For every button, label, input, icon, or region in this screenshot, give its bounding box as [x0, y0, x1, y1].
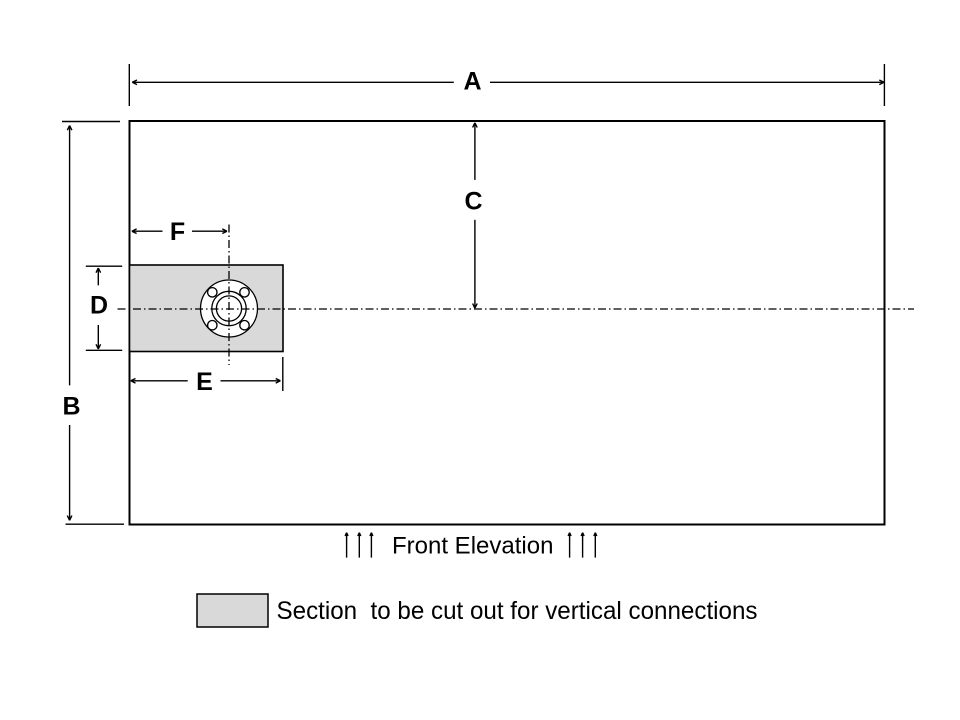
svg-text:F: F: [170, 218, 185, 246]
svg-text:D: D: [90, 292, 108, 320]
svg-text:Section to be cut out for ver: Section to be cut out for vertical conne…: [277, 597, 758, 625]
svg-text:A: A: [463, 68, 481, 96]
svg-text:E: E: [196, 368, 213, 396]
svg-text:Front Elevation: Front Elevation: [392, 533, 553, 560]
svg-text:B: B: [62, 393, 80, 421]
svg-text:C: C: [464, 188, 482, 216]
